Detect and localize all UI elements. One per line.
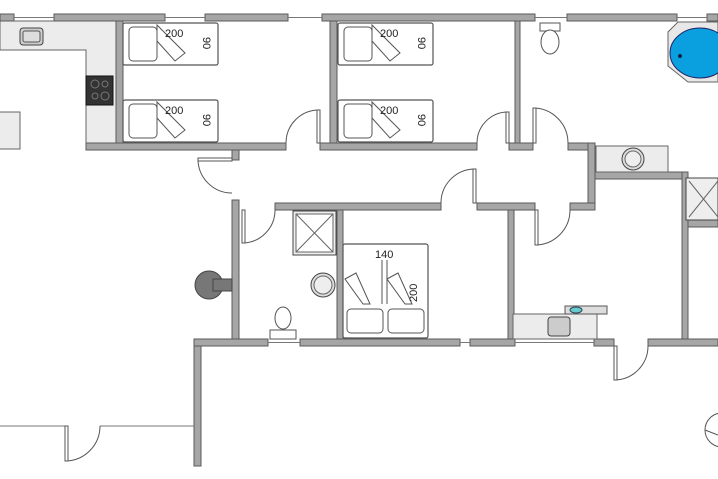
kitchen-island — [0, 111, 21, 150]
stove-icon — [85, 75, 114, 106]
bed-width-label: 90 — [200, 114, 212, 126]
shower-icon — [685, 177, 718, 221]
toilet-icon — [539, 22, 561, 55]
bathtub-icon — [667, 21, 718, 83]
bed-length-label: 200 — [408, 284, 420, 302]
walls — [0, 13, 718, 467]
round-sink-icon — [310, 272, 336, 298]
bed-width-label: 140 — [375, 249, 393, 261]
bed-length-label: 200 — [165, 28, 183, 40]
shower-icon — [292, 210, 337, 256]
doors[interactable] — [64, 107, 649, 462]
bed-width-label: 90 — [415, 114, 427, 126]
round-table-icon — [704, 412, 718, 448]
fireplace-icon — [194, 270, 233, 300]
single-bed: 200 90 — [337, 99, 434, 143]
bed-length-label: 200 — [380, 105, 398, 117]
bed-length-label: 200 — [380, 28, 398, 40]
single-bed: 200 90 — [122, 99, 219, 143]
bed-length-label: 200 — [165, 105, 183, 117]
utility-counter — [512, 305, 608, 340]
single-bed: 200 90 — [337, 22, 434, 66]
kitchen-sink-icon — [19, 27, 44, 46]
bathroom-sink-icon — [595, 145, 669, 173]
double-bed: 140 200 — [342, 243, 429, 339]
single-bed: 200 90 — [122, 22, 219, 66]
bed-width-label: 90 — [415, 37, 427, 49]
bed-width-label: 90 — [200, 37, 212, 49]
toilet-icon — [269, 306, 297, 340]
windows — [0, 17, 707, 427]
